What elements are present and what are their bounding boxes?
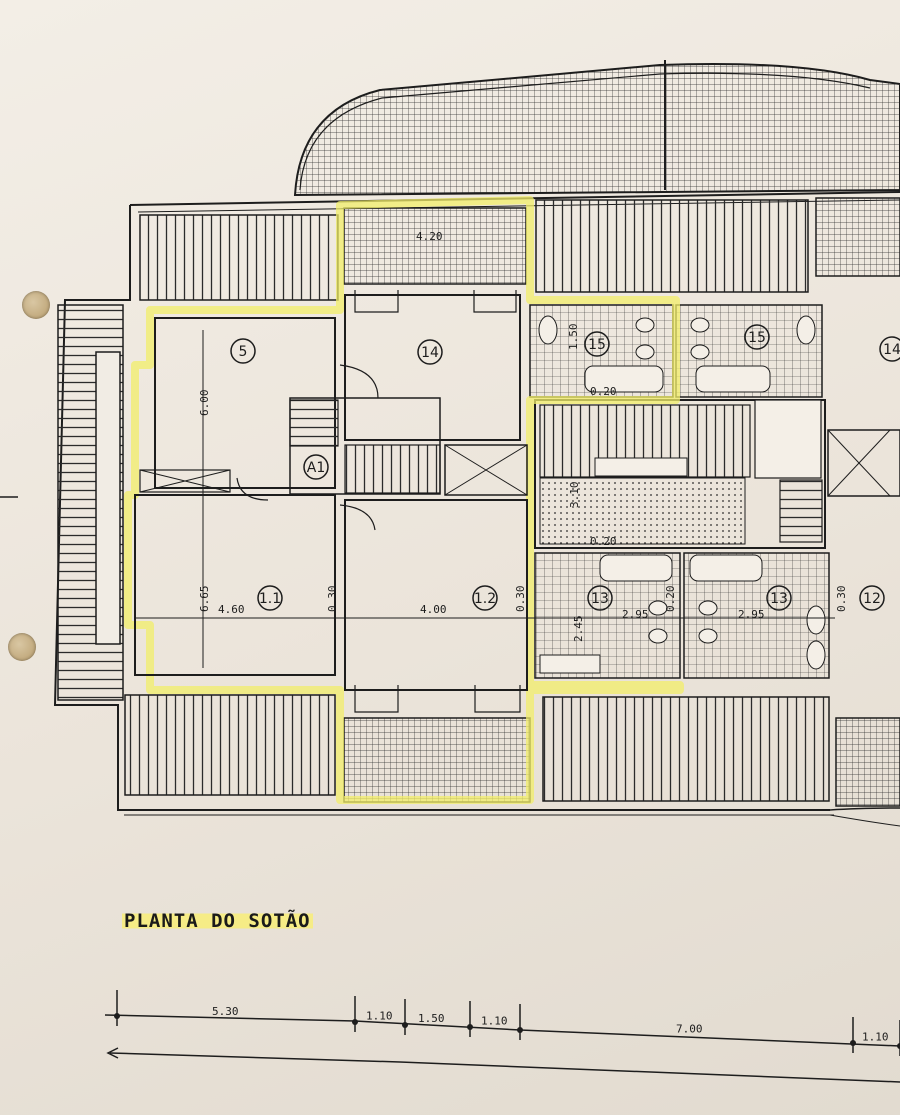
room-tag-circle [303,454,329,480]
scale-bar-node [850,1040,856,1046]
room-tag-circle [766,585,792,611]
scale-bar-node [352,1019,358,1025]
room-tag-r11: 1.1 [259,591,281,607]
room-tag-circle [879,336,900,362]
room-tag-r13a: 13 [591,591,609,607]
room-tag-r12a: 1.2 [474,591,496,607]
dim-245: 2.45 [572,616,585,643]
dim-030b: 0.30 [514,586,527,613]
scale-bar-label: 1.10 [366,1010,393,1023]
room-tag-r5: 5 [239,344,248,360]
room-tag-r12b: 12 [863,591,881,607]
plan-title: PLANTA DO SOTÃO [122,910,313,932]
dim-030c: 0.30 [835,586,848,613]
left-terrace [57,304,124,701]
dim-020a: 0.20 [590,385,617,398]
scale-bar-node [114,1013,120,1019]
scale-bar-node [467,1024,473,1030]
dim-150: 1.50 [567,324,580,351]
scale-bar-node [897,1043,900,1049]
bottom-balconies [124,694,900,807]
upper-curved-terrace [293,60,900,197]
room-tag-circle [257,585,283,611]
room-tag-ra1: A1 [307,460,325,476]
room-tag-circle [587,585,613,611]
dim-600: 6.00 [198,390,211,417]
dim-030a: 0.30 [326,586,339,613]
room-tag-circle [230,338,256,364]
room-tag-circle [417,339,443,365]
dim-665: 6.65 [198,586,211,613]
room-tag-circle [472,585,498,611]
scale-bar-node [402,1022,408,1028]
dim-295a: 2.95 [622,608,649,621]
room-tag-r15b: 15 [748,330,766,346]
room-tag-r15a: 15 [588,337,606,353]
dimension-labels: 4.20 6.00 6.65 4.60 0.30 4.00 0.30 0.20 … [198,230,848,642]
binder-hole-top [22,291,50,319]
room-tag-r13b: 13 [770,591,788,607]
dim-310: 3.10 [568,482,581,509]
dim-420: 4.20 [416,230,443,243]
dim-020c: 0.20 [664,586,677,613]
room-tag-circle [859,585,885,611]
scale-bar-label: 7.00 [676,1023,703,1036]
top-balconies [139,197,900,301]
scale-bar-node [517,1027,523,1033]
scale-bar-label: 1.10 [481,1015,508,1028]
scale-bar-label: 1.50 [418,1012,445,1025]
highlighted-apartment-outline [124,196,684,804]
bathrooms-bottom [534,552,830,679]
room-tag-r14b: 14 [883,342,900,358]
binder-hole-bottom [8,633,36,661]
room-tag-circle [584,331,610,357]
room-tag-r14a: 14 [421,345,439,361]
dim-020b: 0.20 [590,535,617,548]
dim-400: 4.00 [420,603,447,616]
scale-bar-label: 1.10 [862,1031,889,1044]
room-tag-circle [744,324,770,350]
scale-bar-label: 5.30 [212,1005,239,1018]
scale-bar: 5.30 1.10 1.50 1.10 7.00 1.10 [104,990,900,1083]
interior-walls [134,290,900,713]
central-stair-core [534,399,826,549]
dim-460: 4.60 [218,603,245,616]
dim-295b: 2.95 [738,608,765,621]
